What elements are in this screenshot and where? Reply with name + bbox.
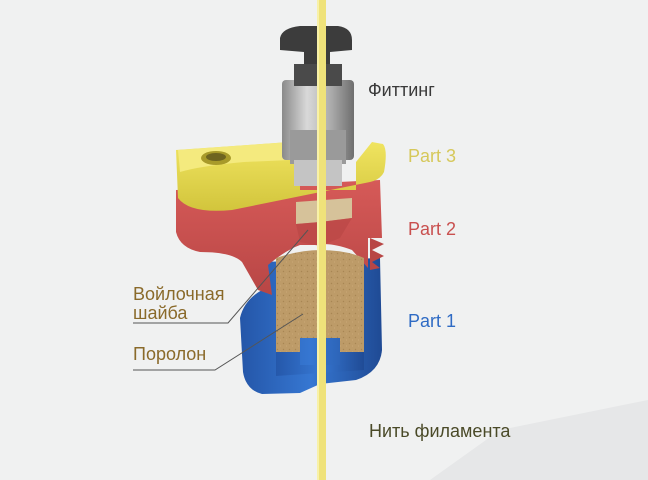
- label-fitting: Фиттинг: [368, 80, 435, 100]
- part3-top-face: [178, 142, 290, 172]
- callout-line-felt: [133, 229, 309, 324]
- label-part3: Part 3: [408, 146, 457, 166]
- label-foam: Поролон: [133, 344, 207, 364]
- label-part2: Part 2: [408, 219, 457, 239]
- label-felt-washer-line2: шайба: [133, 303, 188, 323]
- fitting-collet: [280, 26, 352, 72]
- label-felt-washer-line1: Войлочная: [133, 284, 225, 304]
- filament: [317, 0, 326, 480]
- callout-line-foam: [133, 313, 304, 371]
- label-filament: Нить филамента: [369, 421, 511, 441]
- label-part1: Part 1: [408, 311, 457, 331]
- part1-thread-right: [370, 238, 384, 270]
- background-shadow-beam: [430, 400, 648, 480]
